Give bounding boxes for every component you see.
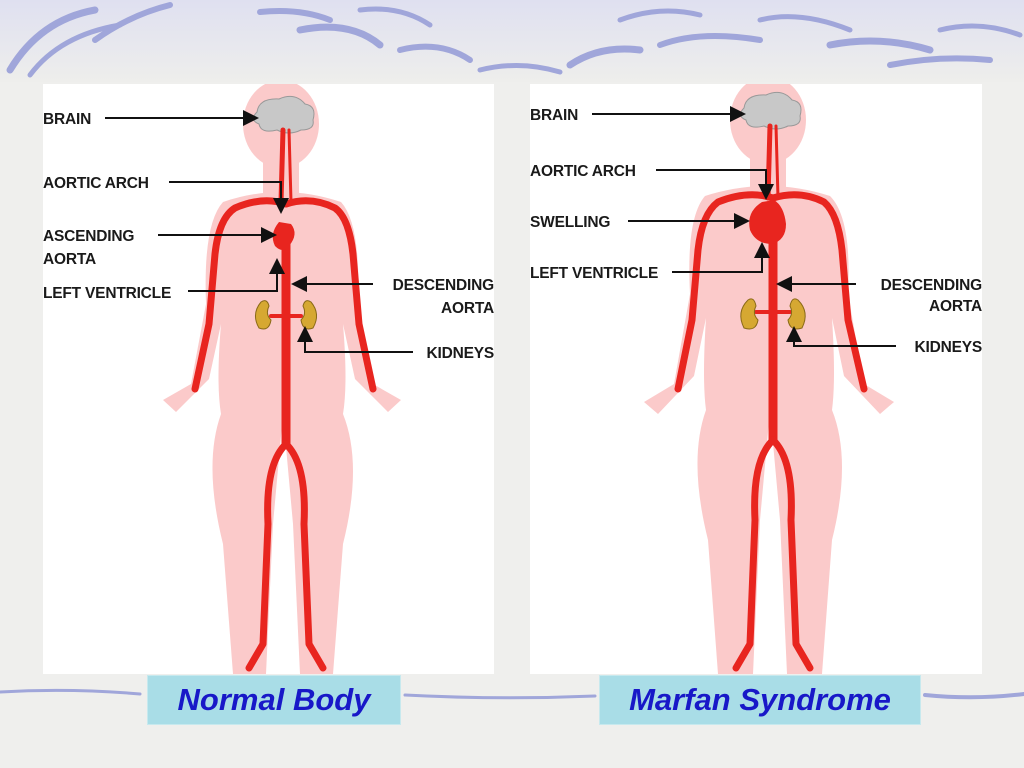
label-descending-aorta-line2: AORTA: [441, 300, 494, 317]
label-descending-aorta-line1: DESCENDING: [881, 277, 982, 294]
label-leaders: [105, 110, 413, 353]
swollen-aorta-shape: [749, 200, 786, 244]
label-ascending-aorta-line2: AORTA: [43, 251, 96, 268]
caption-marfan-syndrome: Marfan Syndrome: [599, 675, 921, 725]
arterial-system: [674, 123, 868, 672]
caption-normal-body: Normal Body: [147, 675, 401, 725]
marfan-syndrome-diagram: BRAIN AORTIC ARCH SWELLING LEFT VENTRICL…: [530, 84, 982, 674]
label-leaders: [592, 106, 896, 347]
heart-shape: [272, 222, 295, 250]
normal-body-diagram: BRAIN AORTIC ARCH ASCENDING AORTA LEFT V…: [43, 84, 494, 674]
label-left-ventricle: LEFT VENTRICLE: [43, 285, 171, 302]
decorative-swirls: [0, 2, 1024, 700]
normal-body-illustration: BRAIN AORTIC ARCH ASCENDING AORTA LEFT V…: [43, 84, 494, 674]
kidneys-shape: [255, 300, 317, 330]
label-aortic-arch: AORTIC ARCH: [530, 163, 636, 180]
label-kidneys: KIDNEYS: [914, 339, 982, 356]
label-descending-aorta-line2: AORTA: [929, 298, 982, 315]
label-descending-aorta-line1: DESCENDING: [393, 277, 494, 294]
arterial-system: [191, 127, 377, 672]
marfan-body-illustration: BRAIN AORTIC ARCH SWELLING LEFT VENTRICL…: [530, 84, 982, 674]
label-swelling: SWELLING: [530, 214, 610, 231]
label-left-ventricle: LEFT VENTRICLE: [530, 265, 658, 282]
label-aortic-arch: AORTIC ARCH: [43, 175, 149, 192]
kidneys-shape: [740, 298, 806, 330]
label-brain: BRAIN: [530, 107, 578, 124]
label-brain: BRAIN: [43, 111, 91, 128]
brain-shape: [253, 95, 315, 134]
brain-shape: [740, 91, 802, 130]
label-kidneys: KIDNEYS: [426, 345, 494, 362]
label-ascending-aorta-line1: ASCENDING: [43, 228, 134, 245]
